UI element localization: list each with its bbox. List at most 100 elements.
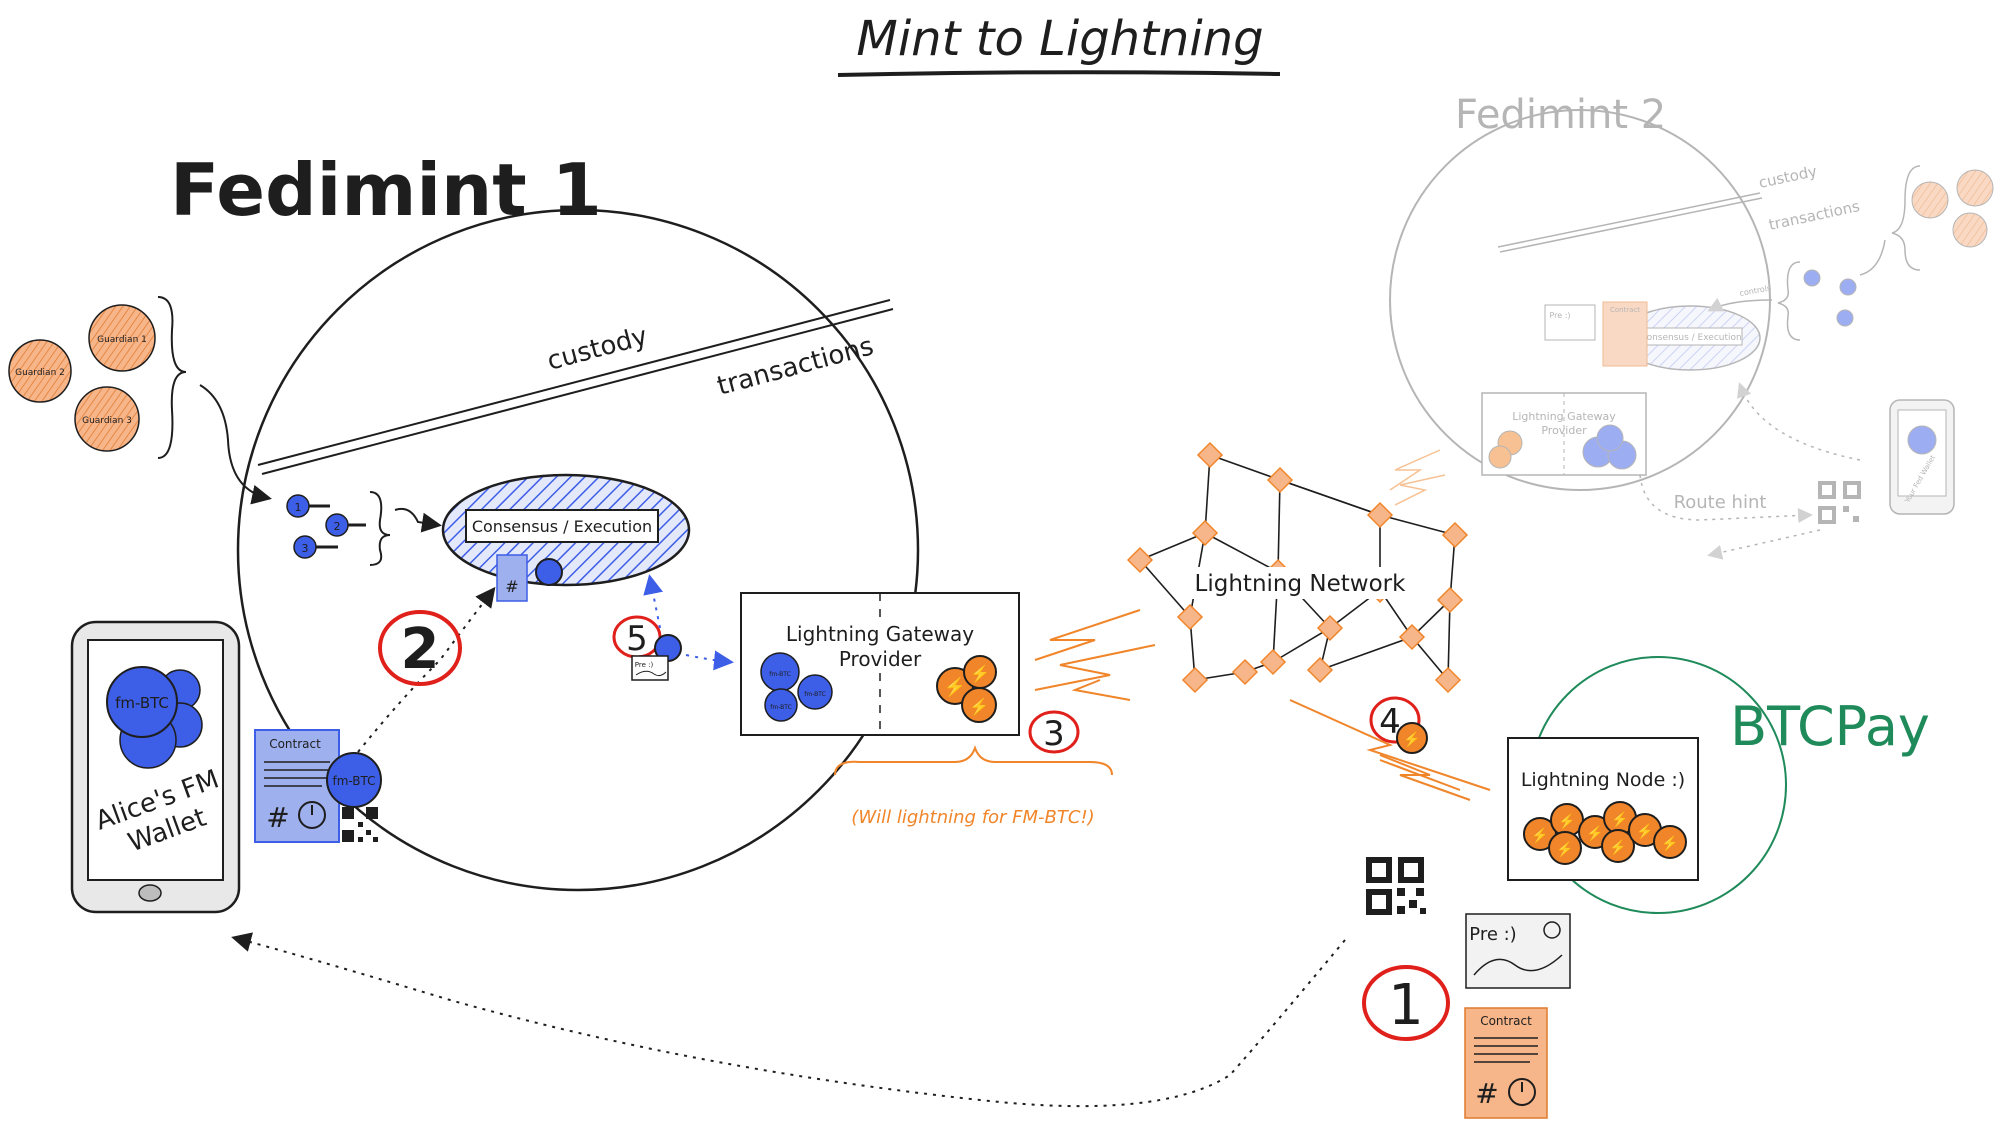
invoice: Pre :) Contract # 1: [231, 857, 1571, 1119]
network-node-icon: [1366, 501, 1394, 529]
network-edge: [1209, 454, 1281, 481]
guardians: Guardian 1 Guardian 2 Guardian 3: [8, 296, 272, 505]
fed2-guardians-arrow: [1859, 239, 1886, 276]
network-edge: [1277, 479, 1281, 573]
invoice-to-wallet-arrow: [231, 932, 1346, 1108]
step-3-circle: [1028, 710, 1080, 754]
bolt-icon: ⚡: [1636, 823, 1653, 840]
fed2-guardian-icon: [1952, 212, 1988, 248]
step-5-to-gateway-arrow: [685, 650, 734, 671]
fed2-custody-label: custody: [1757, 162, 1819, 192]
network-label: Lightning Network: [1195, 571, 1407, 597]
bolt-icon: ⚡: [1403, 731, 1420, 748]
contract-to-consensus-arrow: [357, 586, 496, 753]
step-2-number: 2: [401, 617, 440, 682]
fed2-lightning-bolt-line: [1389, 449, 1441, 491]
bolt-icon: ⚡: [1586, 825, 1603, 842]
key-number-1: 1: [295, 501, 302, 514]
fedimint-2-title: Fedimint 2: [1455, 92, 1666, 138]
btcpay-title: BTCPay: [1730, 695, 1930, 758]
step-1-number: 1: [1388, 973, 1424, 1038]
gateway-coin-label-1: fm-BTC: [769, 671, 791, 678]
fed2-transactions-label: transactions: [1767, 197, 1861, 234]
network-node-icon: [1231, 658, 1259, 686]
gateway-provider: Lightning Gateway Provider fm-BTC fm-BTC…: [740, 592, 1113, 828]
step-5-wave: [635, 670, 667, 677]
gateway-brace: [834, 745, 1113, 776]
bolt-icon: ⚡: [1611, 811, 1628, 828]
step-5-preimage-card: [631, 655, 669, 681]
fed2-divider-line-2: [1499, 197, 1763, 253]
gateway-label-bg: [772, 620, 1002, 672]
network-edge: [1319, 636, 1413, 671]
lightning-bolt-line: [1379, 759, 1461, 791]
fed2-coin-icon: [1596, 424, 1624, 452]
gateway-coin-icon-3: [764, 688, 798, 722]
fed2-consensus-label: Consensus / Execution: [1640, 333, 1741, 343]
network-edge: [1139, 559, 1191, 618]
btcpay: BTCPay Lightning Node :) ⚡ ⚡ ⚡ ⚡ ⚡ ⚡ ⚡ ⚡: [1507, 656, 1930, 914]
mini-hash-icon: #: [505, 577, 518, 596]
network-node-icon: [1176, 603, 1204, 631]
fed2-guardians-brace: [1891, 165, 1921, 271]
network-node-icon: [1436, 586, 1464, 614]
guardians-to-keys-arrow: [199, 384, 272, 505]
step-2-circle: [378, 610, 462, 686]
lightning-coin-icon: [961, 687, 997, 723]
hash-icon: #: [266, 801, 289, 834]
fed2-lightning-bolt-line: [1394, 474, 1446, 506]
custody-label: custody: [544, 321, 651, 376]
clock-icon: [298, 801, 326, 829]
lightning-coin-icon: [1653, 825, 1687, 859]
wallet-coin-icon: [106, 666, 178, 738]
bolt-icon: ⚡: [1661, 835, 1678, 852]
fed2-route-hint-arrow: [1639, 474, 1813, 524]
fed2-qr-icon: [1818, 481, 1861, 524]
fed2-gateway-label-line2: Provider: [1541, 424, 1587, 437]
phone-home-button: [138, 884, 162, 902]
fed2-keys-brace: [1777, 261, 1801, 341]
step-3: 3: [1028, 710, 1080, 754]
network-node-icon: [1441, 521, 1469, 549]
transactions-label: transactions: [714, 331, 877, 401]
gateway-lightning-coins: ⚡ ⚡ ⚡: [936, 655, 997, 723]
network-node-icon: [1191, 519, 1219, 547]
lightning-coin-icon: [1601, 829, 1635, 863]
fed2-contract-doc: [1602, 301, 1648, 367]
fed2-guardian-icon: [1911, 181, 1949, 219]
gateway-note: (Will lightning for FM-BTC!): [851, 807, 1094, 828]
fed2-gateway-label-line1: Lightning Gateway: [1512, 410, 1616, 423]
fedimint-1-title: Fedimint 1: [170, 148, 602, 232]
key-number-2: 2: [334, 520, 341, 533]
network-label-bg: [1190, 567, 1410, 599]
step-5-preimage-label: Pre :): [635, 661, 654, 669]
fed2-preimage-card: [1544, 304, 1596, 341]
bolt-icon: ⚡: [1558, 813, 1575, 830]
lightning-bolt-line: [1034, 609, 1141, 661]
fed2-lightning-coin-icon: [1488, 445, 1512, 469]
guardian-3-label: Guardian 3: [82, 416, 132, 426]
bolt-icon: ⚡: [969, 697, 989, 716]
preimage-wave: [1473, 954, 1563, 976]
fed2-wallet-coin-icon: [1907, 425, 1937, 455]
clock-icon: [1508, 1078, 1536, 1106]
fed2-wallet-arrow: [1737, 382, 1861, 461]
contract-header: Contract: [269, 737, 321, 751]
mini-coin-icon: [535, 558, 563, 586]
alice-wallet: fm-BTC Alice's FM Wallet: [70, 620, 241, 914]
key-number-3: 3: [302, 542, 309, 555]
step-4: 4 ⚡: [1289, 696, 1491, 801]
lightning-coin-icon: [1548, 831, 1582, 865]
network-node-icon: [1126, 546, 1154, 574]
custody-divider-line: [257, 299, 891, 466]
fed2-keys-arrow: [1707, 297, 1773, 312]
invoice-qr-icon: [1366, 857, 1426, 915]
alice-contract: Contract # fm-BTC: [254, 586, 496, 843]
guardian-keys: 1 2 3: [286, 491, 442, 566]
fed2-controls-label: controls: [1739, 284, 1772, 298]
hash-icon: #: [1475, 1077, 1498, 1110]
network-node-icon: [1434, 666, 1462, 694]
fedimint-2: Fedimint 2 custody transactions Consensu…: [1389, 92, 1994, 560]
title-group: Mint to Lightning: [837, 11, 1281, 77]
